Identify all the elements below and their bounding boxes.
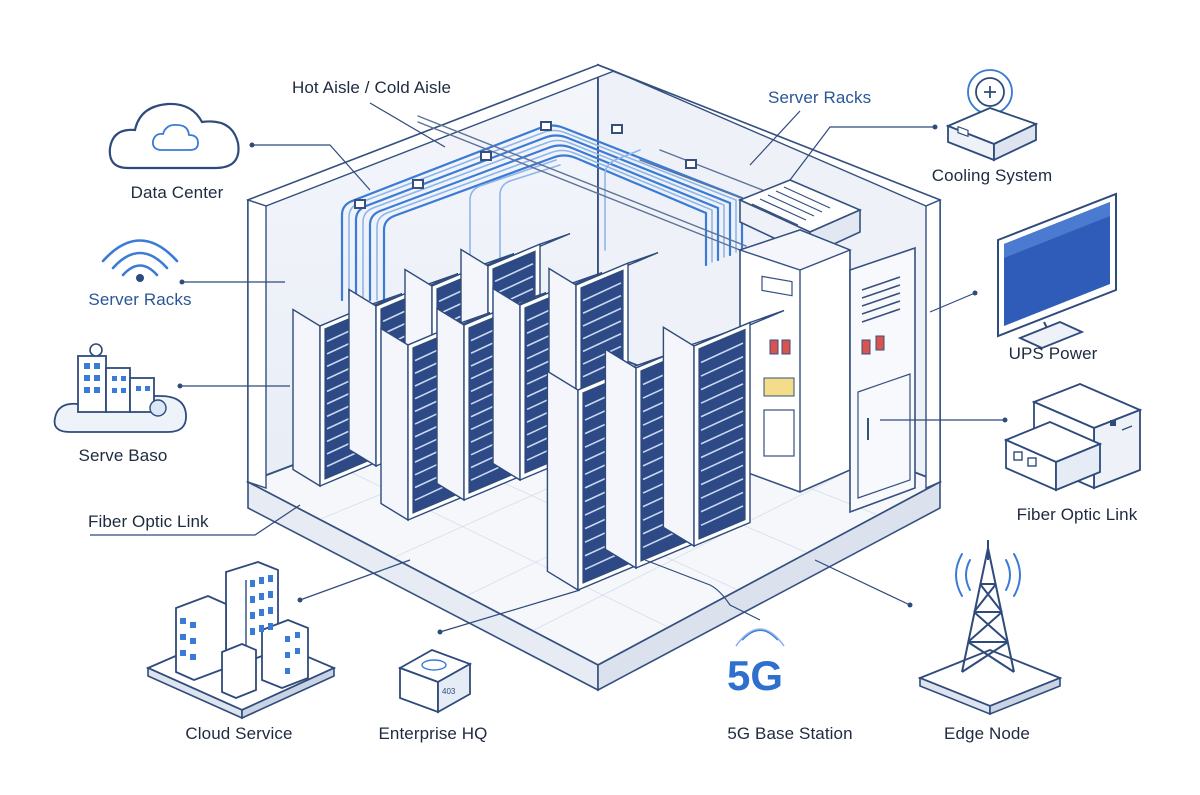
- label-serve-baso: Serve Baso: [78, 446, 168, 465]
- label-fiber-optic-right: Fiber Optic Link: [1016, 505, 1138, 524]
- connector-dots: [177, 124, 1008, 635]
- server-rack-rows: [292, 232, 785, 592]
- label-enterprise-hq: Enterprise HQ: [378, 724, 488, 743]
- label-server-racks-left: Server Racks: [88, 290, 192, 309]
- cooling-unit-icon: [945, 69, 1039, 162]
- connector-lines: [90, 102, 1005, 633]
- cloud-icon: [108, 102, 240, 170]
- city-buildings-icon: [145, 561, 337, 720]
- server-rack: [662, 309, 785, 548]
- label-edge-node: Edge Node: [944, 724, 1030, 743]
- radio-tower-icon: [917, 540, 1063, 716]
- label-ups-power: UPS Power: [1008, 344, 1098, 363]
- label-server-racks-top: Server Racks: [768, 88, 872, 107]
- monitor-icon: [997, 192, 1117, 349]
- label-cloud-service: Cloud Service: [185, 724, 293, 743]
- label-hot-aisle: Hot Aisle / Cold Aisle: [292, 78, 452, 97]
- cable-tray: [340, 115, 776, 302]
- power-cabinet: [737, 229, 916, 514]
- 5g-icon: 5G: [727, 628, 785, 699]
- building-cloud-icon: [53, 343, 187, 433]
- wifi-signal-icon: [101, 239, 179, 282]
- label-data-center: Data Center: [130, 183, 224, 202]
- 5g-badge: 5G: [727, 652, 783, 699]
- label-5g-base-station: 5G Base Station: [727, 724, 853, 743]
- enterprise-box-text: 403: [442, 687, 456, 696]
- server-boxes-icon: [1003, 383, 1143, 492]
- label-cooling-system: Cooling System: [931, 166, 1053, 185]
- package-box-icon: 403: [397, 649, 473, 714]
- label-fiber-optic-left: Fiber Optic Link: [88, 512, 209, 531]
